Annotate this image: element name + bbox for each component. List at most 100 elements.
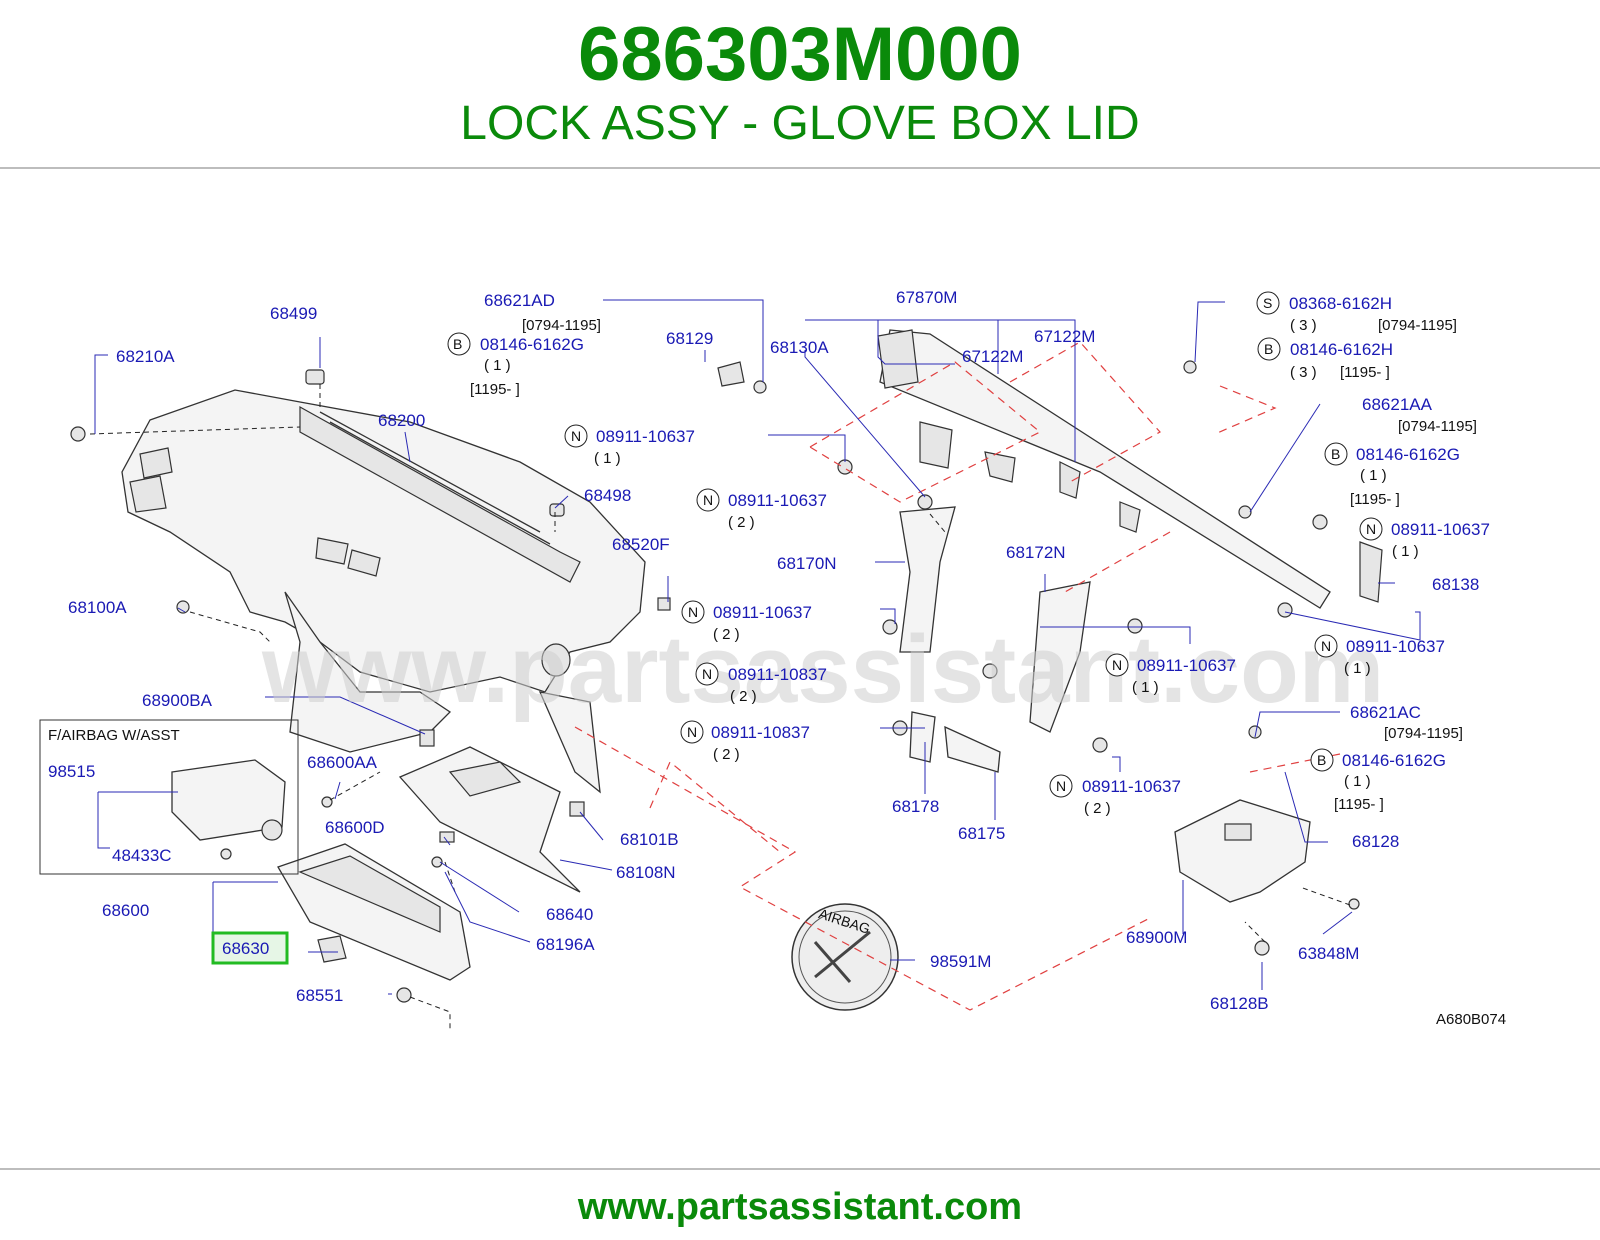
part-label-68130A: 68130A: [770, 338, 829, 357]
inset-title: F/AIRBAG W/ASST: [48, 727, 180, 744]
airbag-warning-label-drawing: AIRBAG: [791, 903, 899, 1011]
part-label-67870M: 67870M: [896, 288, 957, 307]
fastener-callout: N 08911-10637 ( 2 ): [681, 600, 812, 643]
fastener-range: [1195- ]: [470, 381, 520, 398]
diagram-canvas: AIRBAG: [39, 288, 1506, 1032]
part-name-subtitle: LOCK ASSY - GLOVE BOX LID: [460, 97, 1140, 150]
fastener-qty: ( 2 ): [728, 514, 755, 531]
part-label-67122M-b: 67122M: [1034, 327, 1095, 346]
part-label-68128B: 68128B: [1210, 994, 1269, 1013]
part-label-68138: 68138: [1432, 575, 1479, 594]
header-divider: [0, 167, 1600, 169]
part-label-68178: 68178: [892, 797, 939, 816]
fastener-callout: [0794-1195] B 08146-6162G ( 1 ) [1195- ]: [1310, 725, 1463, 813]
fastener-letter-badge: N: [1321, 638, 1331, 654]
page-footer: www.partsassistant.com: [0, 1172, 1600, 1240]
fastener-qty: ( 3 ): [1290, 364, 1317, 381]
airbag-module-drawing: [1174, 799, 1360, 956]
fastener-qty: ( 2 ): [1084, 800, 1111, 817]
assembly-lines: [89, 341, 1351, 1032]
fastener-code: 08146-6162G: [1356, 445, 1460, 464]
footer-divider: [0, 1168, 1600, 1170]
watermark-text: www.partsassistant.com: [261, 616, 1384, 723]
part-label-68551: 68551: [296, 986, 343, 1005]
fastener-letter-badge: N: [687, 724, 697, 740]
leader-lines: [94, 299, 1421, 995]
fastener-callout: N 08911-10637 ( 1 ): [1359, 517, 1490, 560]
part-label-68520F: 68520F: [612, 535, 670, 554]
part-label-63848M: 63848M: [1298, 944, 1359, 963]
fastener-qty: ( 2 ): [713, 626, 740, 643]
fastener-code: 08146-6162H: [1290, 340, 1393, 359]
fastener-qty: ( 1 ): [1344, 773, 1371, 790]
fastener-qty: ( 1 ): [1360, 467, 1387, 484]
part-label-48433C: 48433C: [112, 846, 172, 865]
fastener-letter-badge: N: [571, 428, 581, 444]
fastener-qty: ( 2 ): [730, 688, 757, 705]
part-label-68108N: 68108N: [616, 863, 676, 882]
part-label-68200: 68200: [378, 411, 425, 430]
fastener-letter-badge: B: [1331, 446, 1340, 462]
fastener-code: 08911-10837: [711, 723, 810, 742]
part-label-98515: 98515: [48, 762, 95, 781]
fastener-qty: ( 3 ): [1290, 317, 1317, 334]
part-label-68640: 68640: [546, 905, 593, 924]
fastener-code: 08146-6162G: [480, 335, 584, 354]
diagram-code: A680B074: [1436, 1011, 1506, 1028]
fastener-callout: N 08911-10637 ( 2 ): [696, 488, 827, 531]
fastener-code: 08911-10837: [728, 665, 827, 684]
fastener-code: 08911-10637: [728, 491, 827, 510]
fastener-qty: ( 1 ): [484, 357, 511, 374]
fastener-letter-badge: N: [1366, 521, 1376, 537]
target-part-highlight: [211, 931, 289, 965]
fastener-callout: S 08368-6162H ( 3 ) [0794-1195]: [1256, 291, 1457, 334]
part-label-68900BA: 68900BA: [142, 691, 213, 710]
steering-member-drawing: [717, 329, 1383, 773]
fastener-callout: N 08911-10837 ( 2 ): [680, 720, 810, 763]
fastener-code: 08146-6162G: [1342, 751, 1446, 770]
fastener-letter-badge: N: [688, 604, 698, 620]
fastener-qty: ( 2 ): [713, 746, 740, 763]
fastener-qty: ( 1 ): [594, 450, 621, 467]
part-label-67122M-a: 67122M: [962, 347, 1023, 366]
fastener-pre-range: [0794-1195]: [1398, 418, 1477, 435]
fastener-qty: ( 1 ): [1392, 543, 1419, 560]
fastener-qty: ( 1 ): [1132, 679, 1159, 696]
fastener-callout: N 08911-10637 ( 1 ): [1314, 634, 1445, 677]
part-label-68621AC: 68621AC: [1350, 703, 1421, 722]
fastener-pre-range: [0794-1195]: [522, 317, 601, 334]
part-label-68210A: 68210A: [116, 347, 175, 366]
part-label-68100A: 68100A: [68, 598, 127, 617]
part-label-68128: 68128: [1352, 832, 1399, 851]
fastener-callout: B 08146-6162H ( 3 ) [1195- ]: [1257, 337, 1393, 381]
part-label-68498: 68498: [584, 486, 631, 505]
fastener-callouts: [0794-1195] B 08146-6162G ( 1 ) [1195- ]…: [447, 291, 1490, 817]
part-label-68129: 68129: [666, 329, 713, 348]
part-label-68600AA: 68600AA: [307, 753, 378, 772]
fastener-range: [1195- ]: [1340, 364, 1390, 381]
fastener-code: 08911-10637: [1137, 656, 1236, 675]
part-label-68630: 68630: [222, 939, 269, 958]
fastener-pre-range: [0794-1195]: [1384, 725, 1463, 742]
fastener-callout: N 08911-10637 ( 1 ): [564, 424, 695, 467]
fastener-letter-badge: B: [453, 336, 462, 352]
parts-diagram: AIRBAG: [0, 172, 1600, 1170]
fastener-letter-badge: N: [703, 492, 713, 508]
dashboard-panel-drawing: [121, 389, 646, 794]
footer-url-link[interactable]: www.partsassistant.com: [577, 1186, 1023, 1228]
part-number-title: 686303M000: [578, 12, 1022, 97]
fastener-code: 08911-10637: [713, 603, 812, 622]
fastener-callout: N 08911-10637 ( 1 ): [1105, 653, 1236, 696]
part-label-68621AD: 68621AD: [484, 291, 555, 310]
fastener-letter-badge: N: [1112, 657, 1122, 673]
fastener-letter-badge: S: [1263, 295, 1272, 311]
part-label-68621AA: 68621AA: [1362, 395, 1433, 414]
fastener-qty: ( 1 ): [1344, 660, 1371, 677]
fastener-letter-badge: B: [1317, 752, 1326, 768]
part-label-68600D: 68600D: [325, 818, 385, 837]
fastener-letter-badge: N: [702, 666, 712, 682]
fastener-callout: [0794-1195] B 08146-6162G ( 1 ) [1195- ]: [1324, 418, 1477, 508]
part-label-68101B: 68101B: [620, 830, 679, 849]
fastener-code: 08911-10637: [1391, 520, 1490, 539]
fastener-code: 08911-10637: [596, 427, 695, 446]
